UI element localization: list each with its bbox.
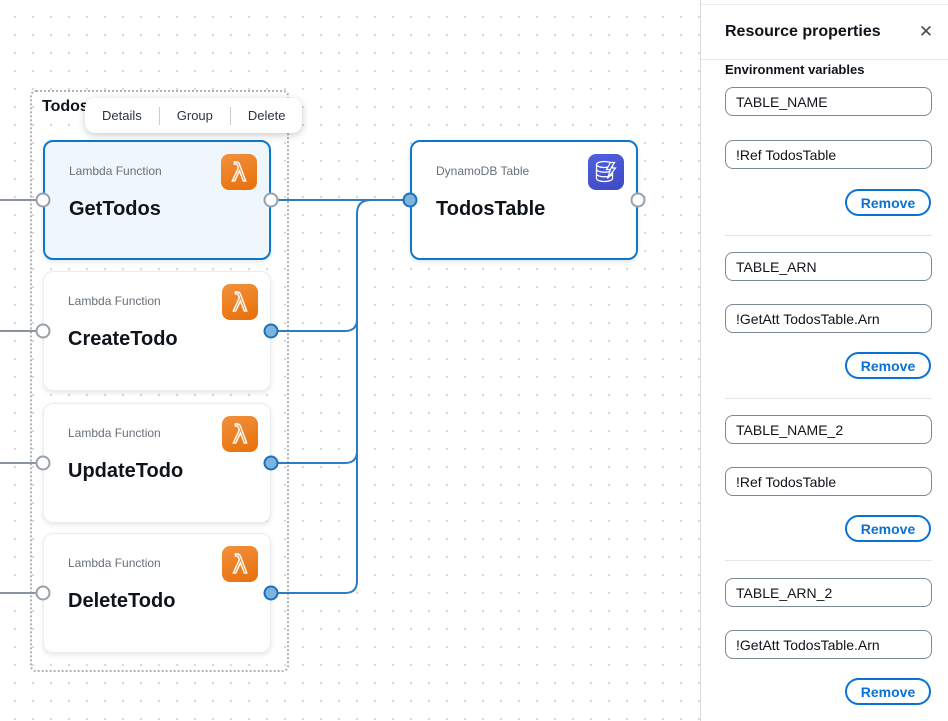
panel-top-divider <box>701 4 948 5</box>
env-vars-section-label: Environment variables <box>725 62 865 77</box>
remove-button[interactable]: Remove <box>845 352 931 379</box>
variable-group-divider <box>725 560 932 561</box>
lambda-icon: λ <box>222 284 258 320</box>
details-button[interactable]: Details <box>102 108 142 123</box>
group-label: Todos <box>42 98 89 115</box>
svg-text:λ: λ <box>233 288 248 317</box>
node-title: CreateTodo <box>68 328 178 350</box>
header-divider <box>701 59 948 60</box>
toolbar-divider <box>229 106 231 125</box>
dynamodb-icon <box>588 154 624 190</box>
resource-properties-panel: Resource properties ✕ Environment variab… <box>700 0 948 721</box>
designer-canvas[interactable]: Todos <box>0 0 700 721</box>
env-var-key-input[interactable] <box>725 578 932 607</box>
node-type-label: Lambda Function <box>69 164 162 178</box>
node-type-label: Lambda Function <box>68 294 161 308</box>
node-title: DeleteTodo <box>68 590 176 612</box>
selection-toolbar: Details Group Delete <box>85 98 303 133</box>
node-createtodo[interactable]: Lambda Function λ CreateTodo <box>43 271 271 391</box>
variable-group-divider <box>725 235 932 236</box>
variable-group-divider <box>725 398 932 399</box>
node-deletetodo[interactable]: Lambda Function λ DeleteTodo <box>43 533 271 653</box>
group-button[interactable]: Group <box>176 108 213 123</box>
env-var-key-input[interactable] <box>725 252 932 281</box>
env-var-key-input[interactable] <box>725 87 932 116</box>
env-var-value-input[interactable] <box>725 304 932 333</box>
svg-text:λ: λ <box>233 420 248 449</box>
env-var-value-input[interactable] <box>725 630 932 659</box>
node-todostable[interactable]: DynamoDB Table TodosTable <box>410 140 638 260</box>
env-var-key-input[interactable] <box>725 415 932 444</box>
svg-text:λ: λ <box>232 158 247 187</box>
toolbar-divider <box>158 106 160 125</box>
svg-text:λ: λ <box>233 550 248 579</box>
env-var-value-input[interactable] <box>725 140 932 169</box>
panel-title: Resource properties <box>725 23 881 40</box>
node-title: TodosTable <box>436 198 546 220</box>
lambda-icon: λ <box>222 546 258 582</box>
node-type-label: Lambda Function <box>68 556 161 570</box>
node-type-label: Lambda Function <box>68 426 161 440</box>
close-icon[interactable]: ✕ <box>918 22 934 41</box>
lambda-icon: λ <box>222 416 258 452</box>
node-title: UpdateTodo <box>68 460 184 482</box>
lambda-icon: λ <box>221 154 257 190</box>
node-gettodos[interactable]: Lambda Function λ GetTodos <box>43 140 271 260</box>
node-title: GetTodos <box>69 198 161 220</box>
node-type-label: DynamoDB Table <box>436 164 530 178</box>
remove-button[interactable]: Remove <box>845 678 931 705</box>
remove-button[interactable]: Remove <box>845 189 931 216</box>
delete-button[interactable]: Delete <box>247 108 286 123</box>
node-updatetodo[interactable]: Lambda Function λ UpdateTodo <box>43 403 271 523</box>
remove-button[interactable]: Remove <box>845 515 931 542</box>
env-var-value-input[interactable] <box>725 467 932 496</box>
